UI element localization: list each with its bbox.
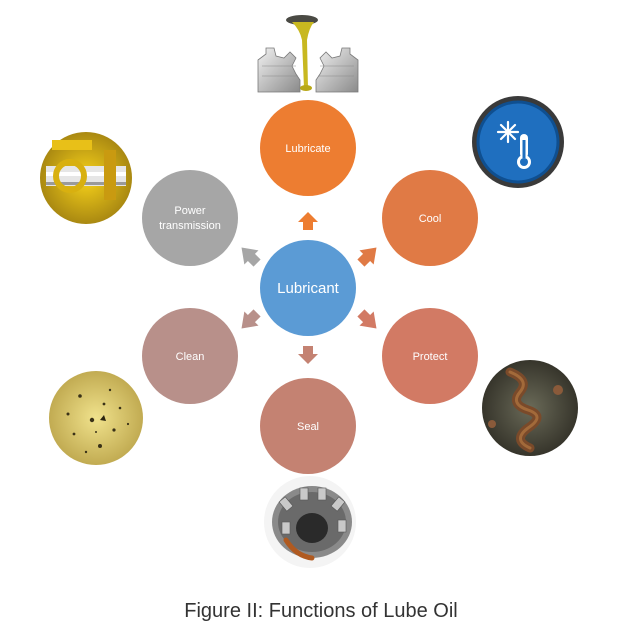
- arrow-up: [298, 212, 318, 230]
- arrow-upleft: [241, 247, 261, 267]
- node-label-power-line2: transmission: [159, 220, 221, 232]
- hydraulic-cylinder-icon: [40, 132, 132, 224]
- node-label-lubricate: Lubricate: [285, 143, 330, 155]
- arrow-down: [298, 346, 318, 364]
- center-node: Lubricant: [260, 240, 356, 336]
- figure-caption: Figure II: Functions of Lube Oil: [184, 600, 458, 622]
- node-seal: Seal: [260, 378, 356, 474]
- thermometer-snowflake-icon: [472, 96, 564, 188]
- rusty-gear-icon: [482, 360, 578, 456]
- bearing-icon: [264, 476, 356, 568]
- arrow-upright: [357, 247, 377, 267]
- node-label-seal: Seal: [297, 421, 319, 433]
- node-clean: Clean: [142, 308, 238, 404]
- node-power-transmission: Power transmission: [142, 170, 238, 266]
- gears-oil-pour-icon: [255, 15, 361, 93]
- node-cool: Cool: [382, 170, 478, 266]
- node-label-power-line1: Power: [174, 205, 206, 217]
- center-label: Lubricant: [277, 280, 340, 297]
- arrow-downright: [357, 309, 377, 329]
- node-lubricate: Lubricate: [260, 100, 356, 196]
- node-label-protect: Protect: [413, 351, 448, 363]
- contaminated-oil-icon: [49, 371, 143, 465]
- arrow-downleft: [241, 309, 261, 329]
- node-label-cool: Cool: [419, 213, 442, 225]
- node-protect: Protect: [382, 308, 478, 404]
- node-label-clean: Clean: [176, 351, 205, 363]
